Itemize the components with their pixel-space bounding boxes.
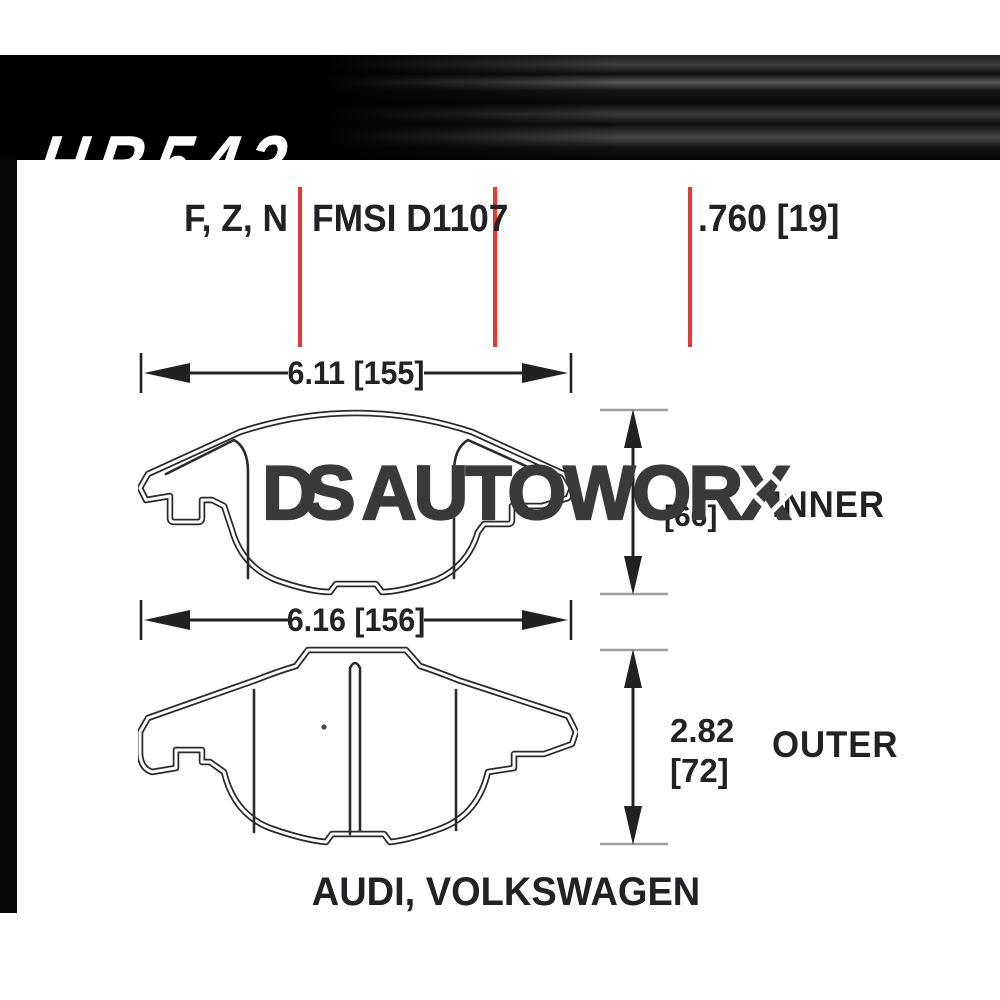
outer-height-inches-value: 2.82 (670, 712, 735, 749)
left-edge-strip (0, 159, 17, 913)
fmsi-number: FMSI D1107 (312, 198, 509, 240)
vertical-arrow-icon (600, 408, 668, 596)
watermark-x-wrap: X (739, 451, 794, 536)
header-bar: HB543 (0, 55, 1000, 212)
outer-label: OUTER (772, 724, 899, 765)
vehicle-applications: AUDI, VOLKSWAGEN (311, 870, 701, 914)
outer-width-value: 6.16 [156] (286, 602, 426, 638)
wear-mark-dot (321, 724, 327, 730)
red-reference-line-2 (493, 187, 497, 347)
compound-codes: F, Z, N (183, 198, 288, 240)
outer-height-dimension (600, 642, 670, 857)
watermark-ds: DS (261, 451, 357, 536)
dimension-arrows-icon (139, 600, 573, 640)
inner-height-dimension (600, 402, 670, 607)
pad-thickness-value: .760 [19] (698, 198, 840, 240)
dimension-arrows-icon (139, 353, 573, 393)
red-reference-line-1 (298, 187, 302, 347)
watermark-x: X (739, 451, 792, 536)
vertical-arrow-icon (600, 648, 668, 846)
watermark-middle: AUTOWOR (360, 451, 744, 536)
inner-pad-drawing (138, 409, 574, 596)
red-reference-line-3 (688, 187, 692, 347)
watermark-logo: DS AUTOWOR X (261, 451, 794, 540)
outer-width-dimension: 6.16 [156] (138, 598, 574, 642)
inner-width-dimension: 6.11 [155] (138, 351, 574, 395)
outer-pad-drawing (138, 646, 578, 846)
outer-height-mm-value: [72] (670, 752, 729, 789)
inner-height-mm-value: [66] (664, 500, 718, 533)
inner-width-value: 6.11 [155] (287, 355, 425, 391)
